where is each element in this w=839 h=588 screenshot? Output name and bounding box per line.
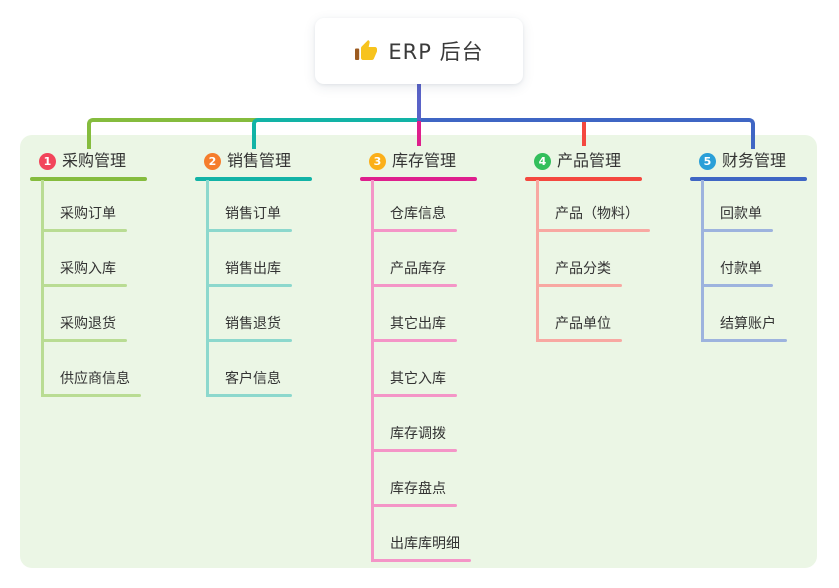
root-topic-label: ERP 后台 [388, 40, 484, 64]
subtopic-underline [371, 559, 471, 562]
branch-child-line [536, 180, 539, 342]
subtopic-label[interactable]: 其它出库 [390, 316, 446, 332]
subtopic-underline [701, 339, 787, 342]
subtopic-underline [371, 339, 457, 342]
subtopic-label[interactable]: 产品分类 [555, 261, 611, 277]
branch-underline [195, 177, 312, 181]
subtopic-underline [206, 229, 292, 232]
subtopic-label[interactable]: 供应商信息 [60, 371, 130, 387]
branch-child-line [371, 180, 374, 562]
branches-panel [20, 135, 817, 568]
branch-topic-label[interactable]: 采购管理 [62, 151, 127, 170]
subtopic-label[interactable]: 销售订单 [225, 206, 281, 222]
connector-branch-3 [416, 121, 421, 146]
branch-topic-label[interactable]: 产品管理 [557, 151, 622, 170]
connector-root-line [416, 84, 421, 120]
branch-child-line [206, 180, 209, 397]
subtopic-underline [371, 394, 457, 397]
subtopic-label[interactable]: 库存盘点 [390, 481, 446, 497]
connector-branch-4 [581, 122, 586, 146]
subtopic-underline [371, 229, 457, 232]
subtopic-label[interactable]: 仓库信息 [390, 206, 446, 222]
branch-badge: 4 [534, 153, 551, 170]
thumbs-up-icon [354, 39, 378, 63]
subtopic-label[interactable]: 产品库存 [390, 261, 446, 277]
subtopic-underline [41, 339, 127, 342]
branch-underline [690, 177, 807, 181]
subtopic-label[interactable]: 采购入库 [60, 261, 116, 277]
subtopic-label[interactable]: 销售出库 [225, 261, 281, 277]
connector-branch-2 [251, 118, 425, 149]
branch-badge: 1 [39, 153, 56, 170]
subtopic-underline [701, 284, 773, 287]
branch-topic-label[interactable]: 销售管理 [227, 151, 292, 170]
branch-topic-label[interactable]: 库存管理 [392, 151, 457, 170]
branch-badge: 2 [204, 153, 221, 170]
subtopic-label[interactable]: 采购订单 [60, 206, 116, 222]
branch-underline [360, 177, 477, 181]
branch-child-line [701, 180, 704, 342]
subtopic-underline [371, 504, 457, 507]
branch-badge: 3 [369, 153, 386, 170]
branch-badge: 5 [699, 153, 716, 170]
subtopic-underline [206, 284, 292, 287]
subtopic-underline [536, 284, 622, 287]
subtopic-underline [206, 339, 292, 342]
subtopic-label[interactable]: 库存调拨 [390, 426, 446, 442]
subtopic-underline [41, 284, 127, 287]
subtopic-label[interactable]: 结算账户 [720, 316, 776, 332]
subtopic-label[interactable]: 采购退货 [60, 316, 116, 332]
subtopic-underline [41, 394, 141, 397]
subtopic-label[interactable]: 回款单 [720, 206, 762, 222]
root-topic[interactable]: ERP 后台 [315, 18, 523, 84]
subtopic-label[interactable]: 销售退货 [225, 316, 281, 332]
subtopic-underline [701, 229, 773, 232]
subtopic-label[interactable]: 产品单位 [555, 316, 611, 332]
branch-topic-label[interactable]: 财务管理 [722, 151, 787, 170]
subtopic-underline [371, 449, 457, 452]
subtopic-underline [206, 394, 292, 397]
branch-underline [525, 177, 642, 181]
subtopic-label[interactable]: 产品（物料） [555, 206, 639, 222]
branch-underline [30, 177, 147, 181]
subtopic-underline [371, 284, 457, 287]
subtopic-label[interactable]: 其它入库 [390, 371, 446, 387]
subtopic-label[interactable]: 出库库明细 [390, 536, 460, 552]
subtopic-underline [536, 229, 650, 232]
connector-branch-5 [416, 118, 755, 149]
subtopic-underline [41, 229, 127, 232]
branch-child-line [41, 180, 44, 397]
subtopic-label[interactable]: 客户信息 [225, 371, 281, 387]
subtopic-label[interactable]: 付款单 [720, 261, 762, 277]
subtopic-underline [536, 339, 622, 342]
